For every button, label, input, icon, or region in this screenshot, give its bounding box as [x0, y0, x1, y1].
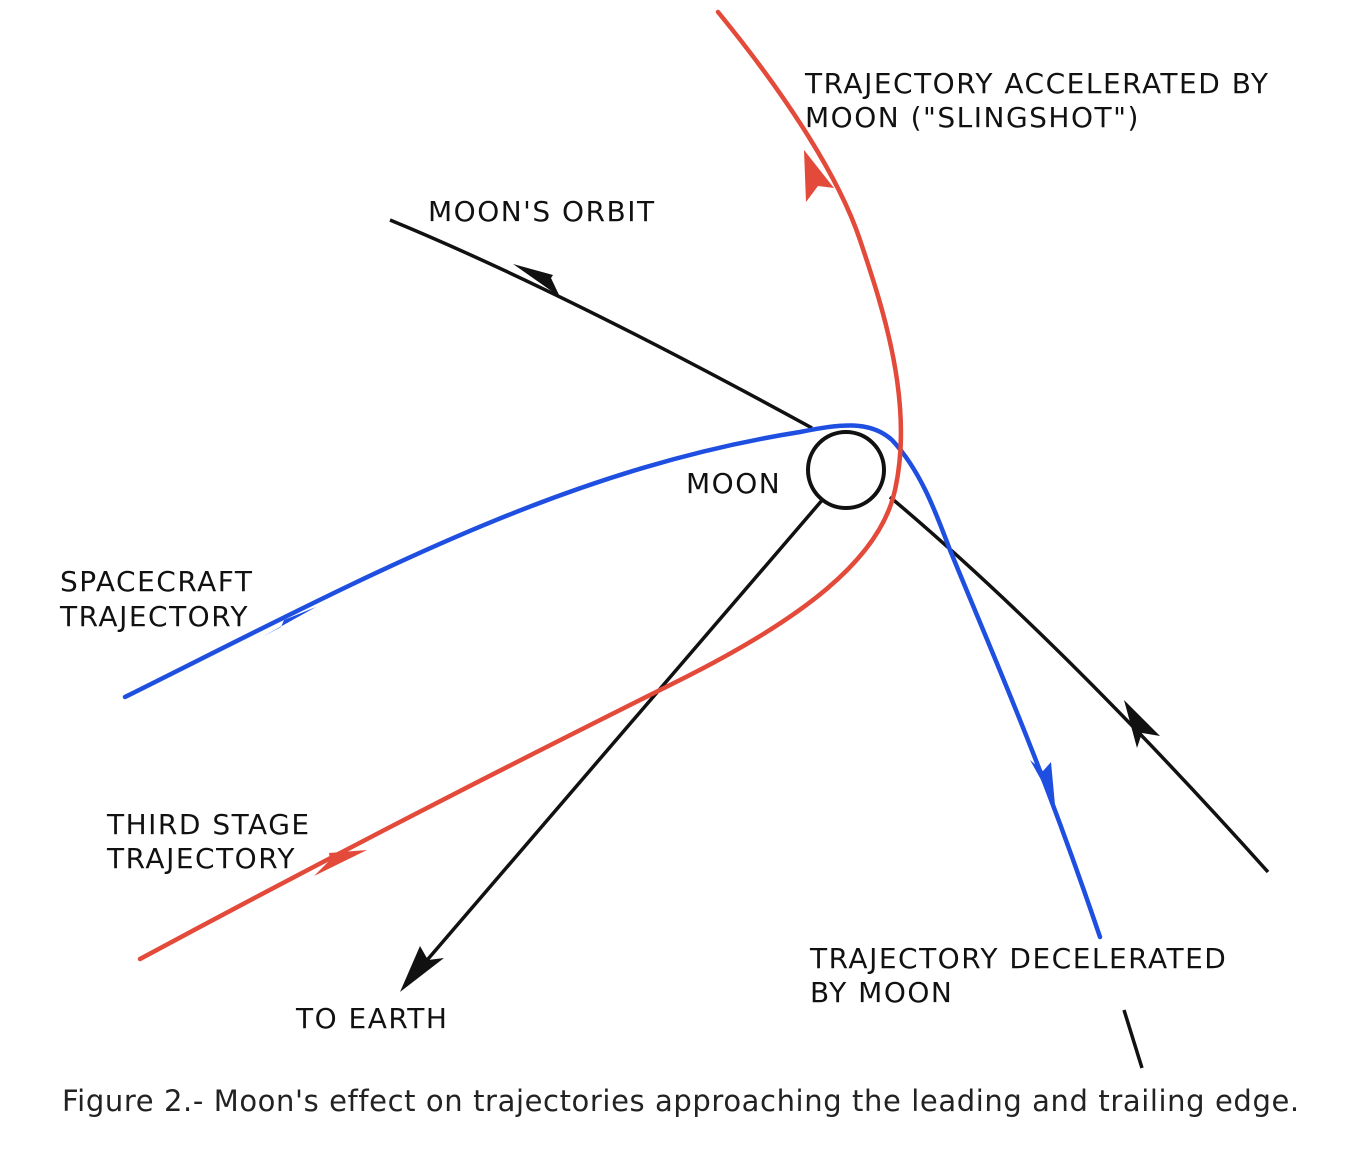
slingshot-label-line2: MOON ("SLINGSHOT") [805, 101, 1140, 134]
decelerated-label-line1: TRAJECTORY DECELERATED [809, 942, 1227, 975]
spacecraft-arrow-out [1030, 760, 1055, 805]
moon-icon [806, 430, 886, 510]
reference-tick [1122, 1009, 1144, 1069]
moon-orbit-curve [389, 218, 1270, 874]
decelerated-label-line2: BY MOON [810, 976, 953, 1009]
figure-caption: Figure 2.- Moon's effect on trajectories… [62, 1084, 1300, 1118]
moons-orbit-label: MOON'S ORBIT [428, 195, 656, 228]
orbit-arrow-lower [1124, 700, 1160, 748]
spacecraft-label-line2: TRAJECTORY [59, 600, 249, 633]
slingshot-label-line1: TRAJECTORY ACCELERATED BY [804, 67, 1269, 100]
third-stage-trajectory-path [137, 9, 904, 962]
third-stage-arrow-in [314, 850, 367, 876]
to-earth-line [408, 468, 850, 982]
moon-label: MOON [686, 467, 781, 500]
to-earth-arrow [400, 946, 444, 992]
spacecraft-arrow-in [262, 607, 316, 637]
third-stage-label-line1: THIRD STAGE [106, 808, 311, 841]
third-stage-arrow-out [804, 150, 834, 202]
to-earth-label: TO EARTH [295, 1002, 448, 1035]
spacecraft-trajectory-path [122, 423, 1103, 940]
third-stage-label-line2: TRAJECTORY [106, 842, 296, 875]
orbit-arrow-upper [513, 264, 560, 297]
spacecraft-label-line1: SPACECRAFT [60, 565, 254, 598]
